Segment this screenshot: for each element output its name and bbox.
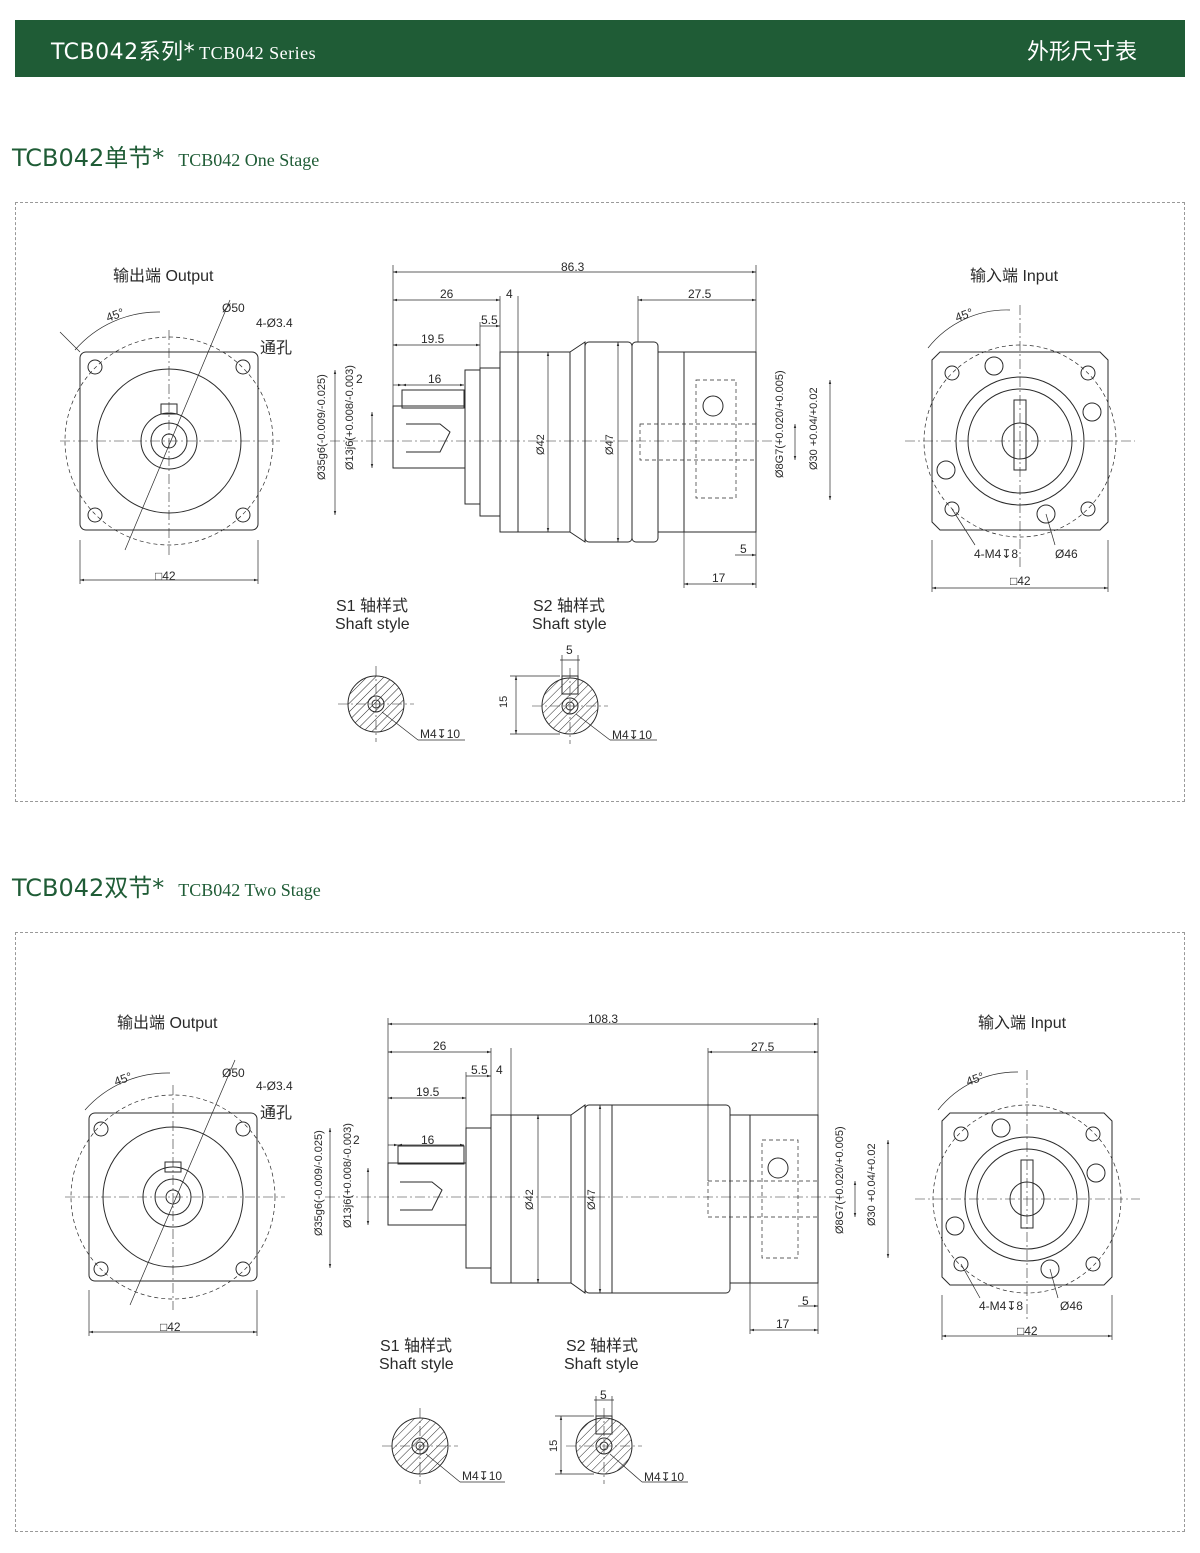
- two-stage-through: 通孔: [260, 1105, 293, 1122]
- one-stage-s2-en: Shaft style: [532, 616, 607, 633]
- two-stage-out-dia: Ø50: [222, 1066, 245, 1080]
- one-stage-s1-thread: M4↧10: [420, 727, 461, 741]
- one-stage-side-view: [330, 265, 832, 588]
- two-stage-dim-19-5: 19.5: [416, 1085, 440, 1099]
- two-stage-s1-thread: M4↧10: [462, 1469, 503, 1483]
- two-stage-pilot-30: Ø30 +0.04/+0.02: [866, 1143, 878, 1226]
- one-stage-s2-thread: M4↧10: [612, 728, 653, 742]
- section-title-one-stage: TCB042单节*TCB042 One Stage: [12, 144, 320, 172]
- two-stage-dim-47: Ø47: [586, 1189, 598, 1210]
- one-stage-pilot-30: Ø30 +0.04/+0.02: [808, 387, 820, 470]
- two-stage-shaft-s2: [555, 1396, 688, 1484]
- two-stage-shaft-s1: [382, 1408, 505, 1484]
- two-stage-in-dia: Ø46: [1060, 1299, 1083, 1313]
- one-stage-dim-42: Ø42: [535, 434, 547, 455]
- one-stage-dim-4: 4: [506, 287, 513, 301]
- series-title-en: TCB042 Series: [199, 43, 317, 63]
- drawing-frame-one-stage: [15, 202, 1185, 802]
- two-stage-dim-27-5: 27.5: [751, 1040, 775, 1054]
- two-stage-s2-en: Shaft style: [564, 1356, 639, 1373]
- one-stage-dim-27-5: 27.5: [688, 287, 712, 301]
- one-stage-dim-47: Ø47: [604, 434, 616, 455]
- one-stage-s1-cn: S1 轴样式: [336, 598, 409, 615]
- two-stage-shaft-dia: Ø35g6(-0.009/-0.025): [313, 1130, 325, 1236]
- header-banner: TCB042系列*TCB042 Series 外形尺寸表: [15, 20, 1185, 77]
- two-stage-dim-5-5: 5.5: [471, 1063, 488, 1077]
- two-stage-dim-42: Ø42: [524, 1189, 536, 1210]
- one-stage-key-5: 5: [566, 643, 573, 657]
- one-stage-dim-26: 26: [440, 287, 454, 301]
- one-stage-s1-en: Shaft style: [335, 616, 410, 633]
- one-stage-output-label: 输出端 Output: [113, 268, 214, 285]
- two-stage-out-square: □42: [160, 1320, 181, 1334]
- section-title-two-stage-en: TCB042 Two Stage: [178, 880, 321, 900]
- two-stage-s1-en: Shaft style: [379, 1356, 454, 1373]
- two-stage-key-15: 15: [548, 1439, 560, 1452]
- two-stage-total-length: 108.3: [588, 1012, 619, 1026]
- one-stage-dim-5-5: 5.5: [481, 313, 498, 327]
- dimension-table-title: 外形尺寸表: [1026, 40, 1137, 65]
- one-stage-out-square: □42: [155, 569, 176, 583]
- one-stage-holes: 4-Ø3.4: [256, 316, 293, 330]
- one-stage-in-threads: 4-M4↧8: [974, 547, 1019, 561]
- two-stage-dim-17: 17: [776, 1317, 790, 1331]
- one-stage-bore-8: Ø8G7(+0.020/+0.005): [774, 370, 786, 478]
- one-stage-input-view: [905, 305, 1135, 592]
- one-stage-shaft-s2: [510, 655, 657, 744]
- one-stage-through: 通孔: [260, 340, 293, 357]
- series-title: TCB042系列*TCB042 Series: [51, 40, 317, 65]
- one-stage-dim-5: 5: [740, 542, 747, 556]
- two-stage-input-label: 输入端 Input: [978, 1015, 1067, 1032]
- two-stage-key-5: 5: [600, 1388, 607, 1402]
- one-stage-s2-cn: S2 轴样式: [533, 598, 606, 615]
- one-stage-dim-2: 2: [356, 372, 363, 386]
- two-stage-side-view: [325, 1018, 890, 1334]
- two-stage-dim-2: 2: [353, 1133, 360, 1147]
- one-stage-shaft-dia: Ø35g6(-0.009/-0.025): [316, 374, 328, 480]
- one-stage-total-length: 86.3: [561, 260, 585, 274]
- section-title-two-stage: TCB042双节*TCB042 Two Stage: [12, 874, 321, 902]
- one-stage-key-15: 15: [498, 695, 510, 708]
- two-stage-s2-thread: M4↧10: [644, 1470, 685, 1484]
- two-stage-bore-8: Ø8G7(+0.020/+0.005): [834, 1126, 846, 1234]
- one-stage-output-view: [59, 299, 280, 584]
- one-stage-out-dia: Ø50: [222, 301, 245, 315]
- two-stage-dim-5: 5: [802, 1294, 809, 1308]
- one-stage-shaft-s1: [338, 666, 465, 742]
- two-stage-s2-cn: S2 轴样式: [566, 1338, 639, 1355]
- one-stage-input-label: 输入端 Input: [970, 268, 1059, 285]
- two-stage-dim-26: 26: [433, 1039, 447, 1053]
- two-stage-in-threads: 4-M4↧8: [979, 1299, 1024, 1313]
- one-stage-in-dia: Ø46: [1055, 547, 1078, 561]
- two-stage-output-label: 输出端 Output: [117, 1015, 218, 1032]
- one-stage-shaft-13: Ø13j6(+0.008/-0.003): [344, 365, 356, 470]
- two-stage-dim-4: 4: [496, 1063, 503, 1077]
- two-stage-shaft-13: Ø13j6(+0.008/-0.003): [342, 1123, 354, 1228]
- two-stage-holes: 4-Ø3.4: [256, 1079, 293, 1093]
- two-stage-output-view: [65, 1059, 285, 1336]
- section-title-one-stage-en: TCB042 One Stage: [178, 150, 320, 170]
- two-stage-dim-16: 16: [421, 1133, 435, 1147]
- one-stage-dim-16: 16: [428, 372, 442, 386]
- one-stage-in-square: □42: [1010, 574, 1031, 588]
- two-stage-in-square: □42: [1017, 1324, 1038, 1338]
- two-stage-s1-cn: S1 轴样式: [380, 1338, 453, 1355]
- two-stage-input-view: [915, 1070, 1140, 1340]
- one-stage-dim-17: 17: [712, 571, 726, 585]
- drawing-frame-two-stage: [15, 932, 1185, 1532]
- one-stage-dim-19-5: 19.5: [421, 332, 445, 346]
